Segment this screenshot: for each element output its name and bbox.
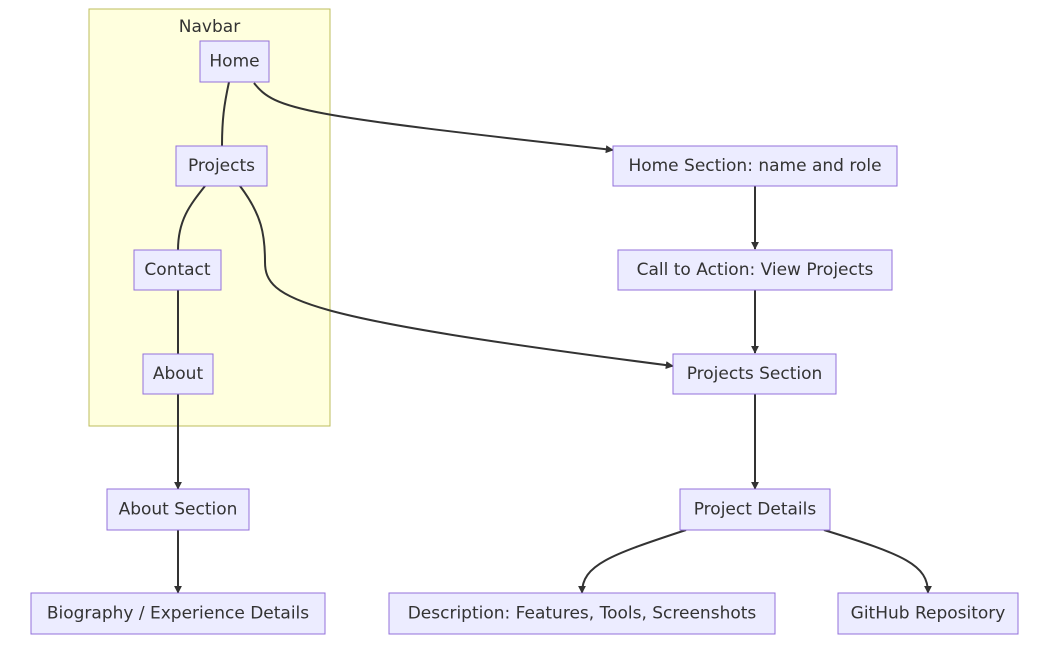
node-github-repository: GitHub Repository xyxy=(837,592,1019,635)
node-github-repository-label: GitHub Repository xyxy=(851,604,1006,624)
edge-home-projects xyxy=(221,81,230,147)
node-about: About xyxy=(142,353,214,395)
node-call-to-action: Call to Action: View Projects xyxy=(617,249,893,291)
node-about-section-label: About Section xyxy=(119,500,238,520)
node-home: Home xyxy=(199,40,270,83)
edge-projectdetails-description xyxy=(578,529,687,594)
node-contact: Contact xyxy=(133,249,222,291)
node-about-section: About Section xyxy=(106,488,250,531)
edge-projects-contact xyxy=(177,185,206,251)
node-home-section: Home Section: name and role xyxy=(612,145,898,187)
node-home-label: Home xyxy=(209,52,259,72)
node-biography: Biography / Experience Details xyxy=(30,592,326,635)
edge-home-homesection xyxy=(253,82,614,154)
node-project-details-label: Project Details xyxy=(694,500,817,520)
node-call-to-action-label: Call to Action: View Projects xyxy=(637,260,874,280)
node-about-label: About xyxy=(153,364,204,384)
node-home-section-label: Home Section: name and role xyxy=(628,156,881,176)
node-contact-label: Contact xyxy=(144,260,210,280)
edges xyxy=(174,81,932,594)
navbar-cluster-title: Navbar xyxy=(179,17,240,37)
node-description-label: Description: Features, Tools, Screenshot… xyxy=(408,604,757,624)
edge-projectdetails-github xyxy=(823,529,932,594)
node-projects: Projects xyxy=(175,145,268,187)
node-projects-section-label: Projects Section xyxy=(687,364,823,384)
edge-projects-projectssection xyxy=(239,185,674,370)
node-projects-section: Projects Section xyxy=(672,353,837,395)
node-project-details: Project Details xyxy=(679,488,831,531)
node-description: Description: Features, Tools, Screenshot… xyxy=(388,592,776,635)
node-projects-label: Projects xyxy=(188,156,255,176)
node-biography-label: Biography / Experience Details xyxy=(47,604,309,624)
